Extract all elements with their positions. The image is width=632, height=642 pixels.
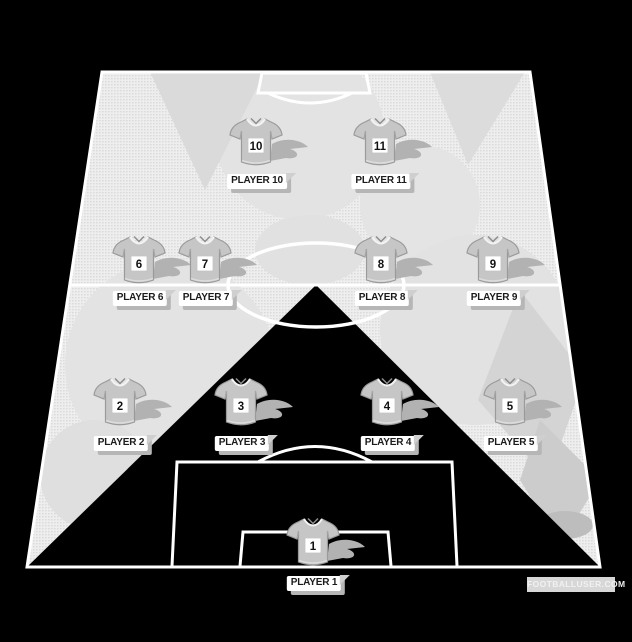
- jersey-number: 5: [507, 401, 514, 413]
- jersey-number: 6: [136, 259, 142, 271]
- jersey-icon[interactable]: 1: [283, 514, 375, 576]
- jersey-number: 4: [384, 401, 391, 413]
- jersey-number: 8: [378, 259, 385, 271]
- player-name: PLAYER 11: [351, 174, 411, 189]
- far-penalty-arc: [267, 91, 353, 105]
- jersey-icon[interactable]: 5: [480, 374, 572, 436]
- jersey-icon[interactable]: 7: [175, 232, 267, 294]
- plate-fold: [285, 173, 296, 183]
- jersey-number: 11: [374, 141, 387, 153]
- jersey-number: 1: [310, 541, 317, 553]
- jersey-icon[interactable]: 8: [351, 232, 443, 294]
- jersey-number: 9: [490, 259, 496, 271]
- jersey-icon[interactable]: 6: [109, 232, 201, 294]
- plate-fold: [537, 435, 548, 445]
- jersey-number: 2: [117, 401, 123, 413]
- player-name: PLAYER 3: [214, 436, 270, 451]
- plate-fold: [409, 173, 420, 183]
- plate-fold: [232, 290, 243, 300]
- player-name: PLAYER 5: [483, 436, 539, 451]
- jersey-icon[interactable]: 9: [463, 232, 555, 294]
- jersey-number: 10: [250, 141, 263, 153]
- player-name-plate[interactable]: PLAYER 7: [178, 287, 243, 310]
- plate-fold: [408, 290, 419, 300]
- player-name: PLAYER 6: [112, 291, 168, 306]
- plate-fold: [147, 435, 158, 445]
- plate-fold: [520, 290, 531, 300]
- player-name: PLAYER 8: [354, 291, 410, 306]
- player-name: PLAYER 9: [466, 291, 522, 306]
- player-name: PLAYER 4: [360, 436, 416, 451]
- player-name-plate[interactable]: PLAYER 4: [360, 432, 425, 455]
- jersey-number: 3: [238, 401, 244, 413]
- jersey-number: 7: [202, 259, 208, 271]
- player-name: PLAYER 10: [227, 174, 287, 189]
- plate-fold: [268, 435, 279, 445]
- plate-fold: [414, 435, 425, 445]
- player-name: PLAYER 7: [178, 291, 234, 306]
- player-name-plate[interactable]: PLAYER 3: [214, 432, 279, 455]
- player-name-plate[interactable]: PLAYER 8: [354, 287, 419, 310]
- centre-circle: [226, 241, 406, 329]
- penalty-arc: [257, 445, 373, 464]
- player-name-plate[interactable]: PLAYER 11: [351, 170, 420, 193]
- player-name: PLAYER 1: [286, 576, 342, 591]
- pitch-boundary: [25, 70, 602, 569]
- plate-fold: [166, 290, 177, 300]
- player-name: PLAYER 2: [93, 436, 149, 451]
- jersey-icon[interactable]: 4: [357, 374, 449, 436]
- jersey-icon[interactable]: 11: [350, 114, 442, 176]
- player-name-plate[interactable]: PLAYER 9: [466, 287, 531, 310]
- jersey-icon[interactable]: 10: [226, 114, 318, 176]
- jersey-icon[interactable]: 3: [211, 374, 303, 436]
- shadow-triangle: [27, 285, 600, 567]
- player-name-plate[interactable]: PLAYER 6: [112, 287, 177, 310]
- player-name-plate[interactable]: PLAYER 5: [483, 432, 548, 455]
- penalty-area: [170, 460, 459, 567]
- plate-fold: [340, 575, 351, 585]
- player-name-plate[interactable]: PLAYER 1: [286, 572, 351, 595]
- far-goal-area: [256, 71, 372, 95]
- watermark: FOOTBALLUSER.COM: [527, 577, 625, 592]
- jersey-icon[interactable]: 2: [90, 374, 182, 436]
- player-name-plate[interactable]: PLAYER 10: [227, 170, 296, 193]
- player-name-plate[interactable]: PLAYER 2: [93, 432, 158, 455]
